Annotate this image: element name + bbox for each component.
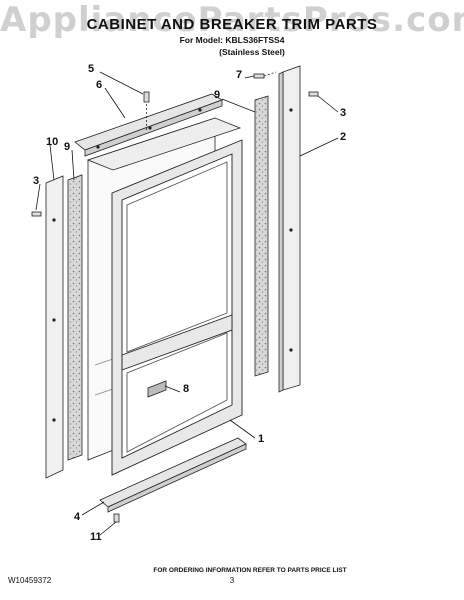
watermark: AppliancePartsPros.com bbox=[0, 0, 464, 40]
doc-number: W10459372 bbox=[8, 576, 52, 585]
left-screw bbox=[31, 211, 42, 217]
model-info: For Model: KBLS36FTSS4 (Stainless Steel) bbox=[0, 34, 464, 58]
callout-6: 6 bbox=[96, 79, 102, 91]
breaker-trim-frame bbox=[111, 139, 243, 476]
top-trim bbox=[74, 93, 223, 157]
top-screw bbox=[143, 91, 150, 130]
model-line: For Model: KBLS36FTSS4 bbox=[179, 35, 285, 45]
callout-3-right: 3 bbox=[340, 107, 346, 119]
callout-1: 1 bbox=[258, 433, 264, 445]
page-title: CABINET AND BREAKER TRIM PARTS bbox=[86, 16, 378, 33]
ordering-note: FOR ORDERING INFORMATION REFER TO PARTS … bbox=[153, 567, 347, 574]
callout-2: 2 bbox=[340, 131, 346, 143]
left-trim-strip bbox=[45, 175, 64, 479]
callout-11: 11 bbox=[90, 531, 102, 543]
callout-7: 7 bbox=[236, 69, 242, 81]
badge bbox=[147, 380, 167, 398]
leader-lines bbox=[35, 71, 339, 536]
callout-labels: 5 6 7 3 9 2 10 9 3 8 1 4 11 bbox=[33, 63, 346, 543]
callout-4: 4 bbox=[74, 511, 81, 523]
callout-8: 8 bbox=[183, 383, 189, 395]
callout-5: 5 bbox=[88, 63, 94, 75]
right-foam-strip bbox=[254, 95, 269, 377]
callout-3-left: 3 bbox=[33, 175, 39, 187]
callout-9-left: 9 bbox=[64, 141, 70, 153]
finish-line: (Stainless Steel) bbox=[219, 47, 285, 57]
right-trim-strip bbox=[278, 65, 301, 393]
callout-9-right: 9 bbox=[214, 89, 220, 101]
page-number: 3 bbox=[229, 576, 235, 585]
callout-10: 10 bbox=[46, 136, 58, 148]
left-foam-strip bbox=[67, 174, 83, 461]
bottom-trim bbox=[99, 437, 247, 523]
